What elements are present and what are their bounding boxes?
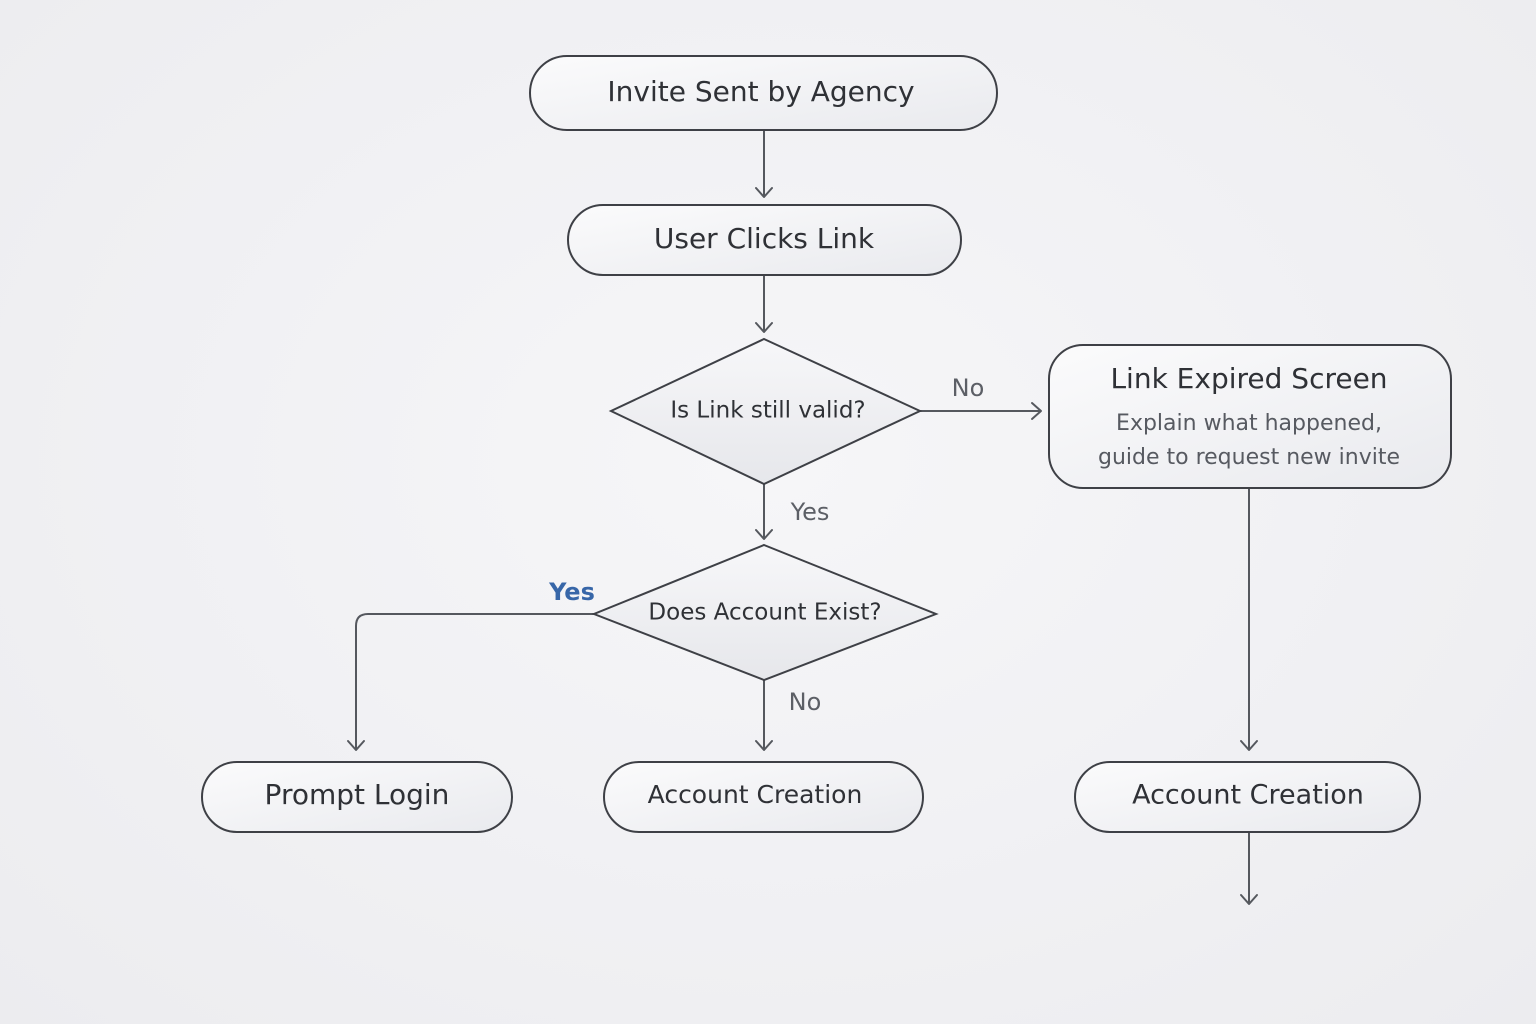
node-label-link-valid: Is Link still valid? (670, 398, 865, 424)
node-label-link-expired-line1: Explain what happened, (1116, 411, 1382, 436)
arrowhead-invite-to-click (755, 187, 773, 198)
terminal-shape (1074, 761, 1421, 833)
node-label-user-clicks: User Clicks Link (654, 222, 875, 255)
node-label-link-expired-line2: guide to request new invite (1098, 445, 1400, 470)
arrowhead-expired-to-creation (1240, 740, 1258, 751)
connectors (347, 130, 1258, 905)
node-label-account-creation-middle: Account Creation (648, 780, 863, 809)
terminal-shape (529, 55, 998, 131)
terminal-shape (201, 761, 513, 833)
arrowhead-click-to-valid (755, 322, 773, 333)
node-label-link-expired-title: Link Expired Screen (1110, 362, 1387, 395)
terminal-shape (603, 761, 924, 833)
edge-label-exist-no: No (789, 688, 822, 716)
node-label-account-exist: Does Account Exist? (648, 600, 881, 626)
edge-label-valid-no: No (952, 374, 985, 402)
arrowhead-exist-no (755, 740, 773, 751)
arrowhead-valid-no (1031, 402, 1042, 420)
terminal-shape (567, 204, 962, 276)
edge-label-valid-yes: Yes (790, 498, 830, 526)
node-account-exist-decision: Does Account Exist? (591, 543, 939, 682)
node-account-creation-middle: Account Creation (603, 761, 924, 833)
decision-diamond (608, 337, 923, 486)
node-label-prompt-login: Prompt Login (265, 778, 450, 811)
edge-exist-yes (355, 613, 594, 749)
arrowhead-creation-next (1240, 894, 1258, 905)
arrowhead-exist-yes (347, 740, 365, 751)
decision-diamond (591, 543, 939, 682)
node-label-invite-sent: Invite Sent by Agency (607, 75, 914, 108)
node-user-clicks: User Clicks Link (567, 204, 962, 276)
edge-labels: No Yes Yes No (548, 374, 984, 716)
edge-label-exist-yes: Yes (548, 578, 595, 606)
arrowhead-valid-yes (755, 529, 773, 540)
node-account-creation-right: Account Creation (1074, 761, 1421, 833)
node-invite-sent: Invite Sent by Agency (529, 55, 998, 131)
node-link-valid-decision: Is Link still valid? (608, 337, 923, 486)
node-label-account-creation-right: Account Creation (1132, 780, 1364, 811)
process-shape (1048, 344, 1452, 489)
node-link-expired-screen: Link Expired Screen Explain what happene… (1048, 344, 1452, 489)
node-prompt-login: Prompt Login (201, 761, 513, 833)
